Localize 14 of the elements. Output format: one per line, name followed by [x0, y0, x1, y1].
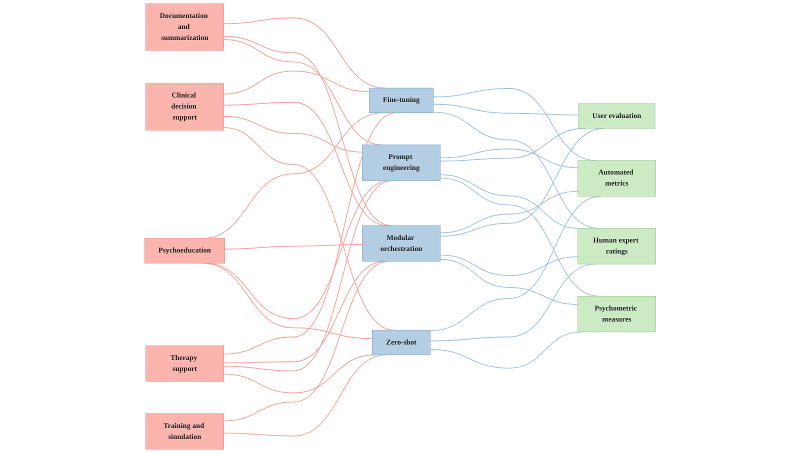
connector: [440, 128, 605, 237]
connector: [223, 116, 363, 153]
connector: [223, 354, 376, 394]
connector: [440, 174, 579, 229]
connector: [224, 244, 363, 250]
connector: [440, 258, 578, 305]
connector: [223, 127, 394, 331]
connector: [440, 190, 578, 234]
connector: [223, 112, 396, 355]
connector: [223, 36, 392, 226]
connector: [440, 254, 578, 276]
connector: [440, 148, 578, 168]
connector: [432, 104, 579, 116]
connector: [223, 70, 370, 94]
